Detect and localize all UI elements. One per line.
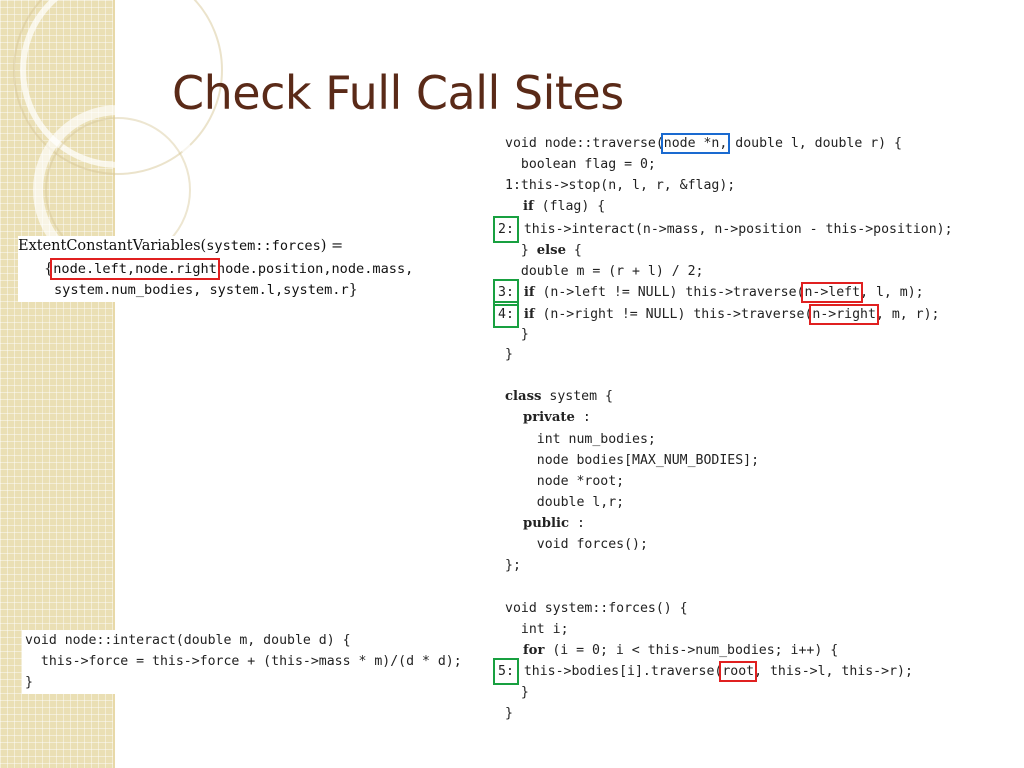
traverse-function-code: void node::traverse(node *n, double l, d…: [493, 133, 1020, 365]
code-line: public :: [523, 516, 585, 531]
code-line: class system {: [505, 389, 613, 404]
highlight-n-right: n->right: [809, 304, 879, 325]
code-line: } else {: [505, 243, 582, 258]
code-line: 2: this->interact(n->mass, n->position -…: [493, 216, 953, 243]
extent-constant-variables-snippet: ExtentConstantVariables(system::forces) …: [18, 236, 492, 302]
code-line: }: [505, 685, 529, 700]
forces-function-code: void system::forces() { int i; for (i = …: [493, 598, 985, 728]
code-line: void system::forces() {: [505, 601, 688, 616]
code-line: int i;: [505, 622, 569, 637]
highlight-root: root: [719, 661, 758, 682]
code-line: };: [505, 558, 521, 573]
code-line: void node::interact(double m, double d) …: [25, 633, 351, 648]
code-line: if (flag) {: [523, 199, 606, 214]
code-line: }: [505, 327, 529, 342]
call-site-marker-4: 4:: [493, 301, 519, 328]
code-line: double m = (r + l) / 2;: [505, 264, 704, 279]
code-line: for (i = 0; i < this->num_bodies; i++) {: [523, 643, 839, 658]
code-line: 5: this->bodies[i].traverse(root, this->…: [493, 658, 913, 685]
code-line: void node::traverse(node *n, double l, d…: [505, 133, 902, 154]
interact-function-code: void node::interact(double m, double d) …: [22, 630, 472, 694]
page-title: Check Full Call Sites: [172, 66, 624, 120]
sidebar-pattern: [0, 0, 113, 768]
code-line: node *root;: [505, 474, 625, 489]
call-site-marker-3: 3:: [493, 279, 519, 306]
call-site-marker-5: 5:: [493, 658, 519, 685]
system-class-code: class system { private : int num_bodies;…: [505, 386, 805, 578]
code-line: this->force = this->force + (this->mass …: [25, 654, 462, 669]
highlight-node-left-right: node.left,node.right: [50, 258, 220, 280]
code-line: void forces();: [505, 537, 648, 552]
highlight-n-left: n->left: [801, 282, 864, 303]
code-line: node bodies[MAX_NUM_BODIES];: [505, 453, 760, 468]
ext-line-1: ExtentConstantVariables(system::forces) …: [18, 238, 344, 254]
sidebar-divider: [113, 0, 115, 768]
code-line: 1:this->stop(n, l, r, &flag);: [505, 178, 736, 193]
ext-line-2: {node.left,node.rightnode.position,node.…: [44, 258, 414, 280]
code-line: }: [25, 675, 33, 690]
code-line: 3: if (n->left != NULL) this->traverse(n…: [493, 279, 924, 306]
code-line: 4: if (n->right != NULL) this->traverse(…: [493, 301, 939, 328]
code-line: double l,r;: [505, 495, 625, 510]
ext-line-3: system.num_bodies, system.l,system.r}: [54, 282, 358, 298]
code-line: int num_bodies;: [505, 432, 656, 447]
code-line: }: [505, 706, 513, 721]
call-site-marker-2: 2:: [493, 216, 519, 243]
code-line: private :: [523, 410, 591, 425]
highlight-node-param: node *n,: [660, 133, 731, 154]
code-line: boolean flag = 0;: [505, 157, 656, 172]
code-line: }: [505, 347, 513, 362]
